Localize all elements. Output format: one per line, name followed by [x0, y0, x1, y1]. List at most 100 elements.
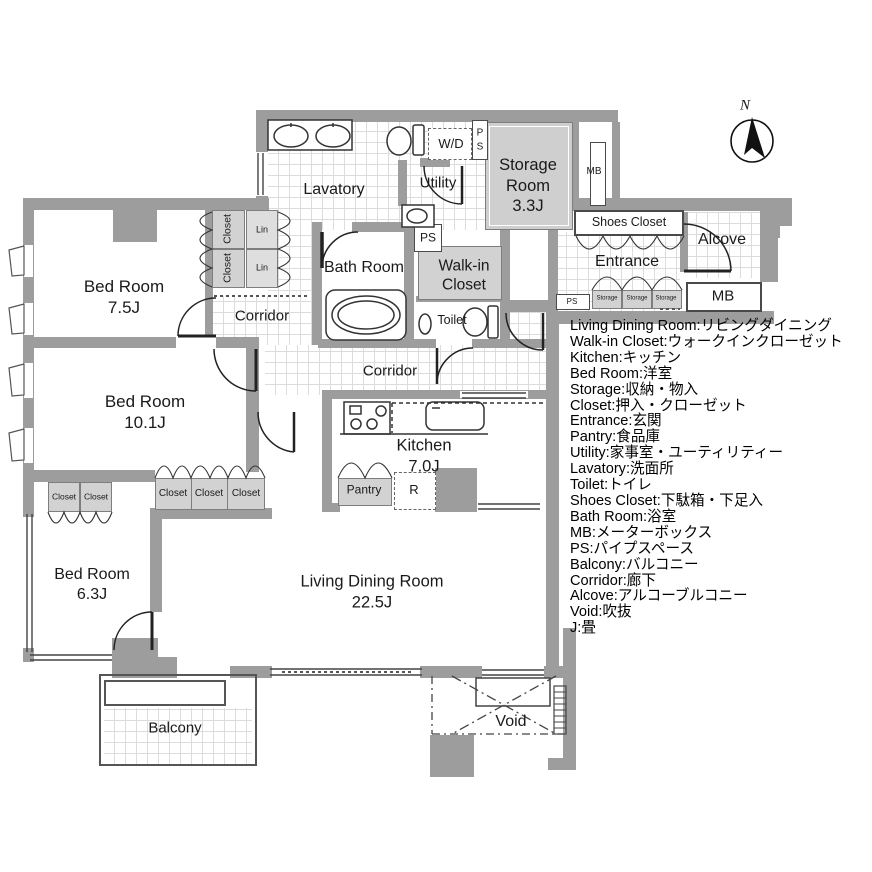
toilet-upper: [386, 124, 425, 156]
room-label-corridor-2: Corridor: [362, 362, 418, 380]
label-closet: Closet: [194, 487, 224, 499]
void-graphics: [431, 675, 567, 735]
wall: [500, 228, 510, 348]
legend-line: Kitchen:キッチン: [570, 349, 682, 366]
room-label-utility: Utility: [419, 174, 457, 192]
room-name: Kitchen: [396, 436, 452, 455]
room-label-wic: Walk-in Closet: [438, 257, 490, 294]
closet-cell: [212, 249, 245, 288]
closet-door-arcs: [47, 211, 685, 524]
wall: [404, 222, 414, 345]
wall: [155, 657, 177, 678]
room-label-storage-room: Storage Room 3.3J: [484, 155, 572, 217]
wall: [23, 198, 269, 210]
room-label-void: Void: [495, 713, 527, 730]
legend-line: Living Dining Room:リビングダイニング: [570, 318, 832, 334]
legend-line: Walk-in Closet:ウォークインクローゼット: [570, 333, 843, 350]
ps-box-bath: [414, 224, 442, 252]
wall: [322, 503, 340, 512]
wall: [612, 122, 620, 210]
room-name: Bed Room: [104, 391, 186, 411]
wall: [548, 311, 774, 324]
wall: [23, 505, 34, 517]
room-label-bedroom-75: Bed Room 7.5J: [84, 276, 164, 319]
label-storage-mini: Storage: [596, 295, 618, 302]
wall: [430, 735, 474, 777]
window-gap: [24, 363, 33, 398]
room-label-bedroom-63: Bed Room 6.3J: [54, 565, 130, 605]
washer-dryer-box: [428, 128, 472, 160]
room-name: Storage Room: [499, 156, 557, 195]
mb-box: [686, 282, 762, 312]
legend-line: Entrance:玄関: [570, 413, 662, 430]
balcony-outline: [99, 674, 257, 766]
room-label-corridor-1: Corridor: [234, 307, 290, 325]
balcony-planter: [104, 680, 226, 706]
floor-alcove: [686, 212, 760, 278]
label-mb-small: MB: [586, 165, 602, 177]
window-flaps: [8, 245, 25, 462]
label-closet: Closet: [221, 214, 234, 244]
room-size: 10.1J: [124, 413, 166, 432]
ps-box-lavatory: [472, 120, 488, 160]
wall: [500, 300, 550, 312]
refrigerator-box: [394, 472, 436, 510]
label-closet: Closet: [221, 253, 234, 283]
mb-strip: [590, 142, 606, 206]
room-label-bath: Bath Room: [323, 259, 405, 276]
wall: [33, 337, 176, 348]
wall: [435, 468, 477, 512]
floor-corridor-1: [213, 296, 318, 345]
wall: [256, 110, 618, 122]
closet-cell: [212, 210, 245, 249]
label-wd: W/D: [438, 135, 464, 151]
window-gap: [256, 152, 268, 196]
shoes-closet-box: [574, 210, 684, 236]
legend-line: Closet:押入・クローゼット: [570, 397, 747, 414]
fixtures: [267, 119, 544, 435]
legend-line: Balcony:バルコニー: [570, 556, 699, 573]
window-gap: [24, 428, 33, 463]
ps-box-entrance: [556, 294, 590, 310]
wall: [312, 222, 322, 345]
wall: [205, 210, 213, 337]
room-size: 22.5J: [351, 593, 393, 611]
label-storage-mini: Storage: [655, 295, 677, 302]
label-ps-small: PS: [566, 297, 578, 306]
wall: [23, 198, 34, 514]
wall: [573, 122, 579, 210]
kitchen-sink: [425, 401, 485, 431]
wall: [113, 210, 157, 242]
label-lin: Lin: [255, 262, 269, 273]
wall: [548, 210, 558, 314]
room-size: 7.5J: [107, 298, 141, 317]
wall: [544, 666, 568, 678]
walkin-closet-area: [418, 246, 502, 300]
floor-balcony: [104, 708, 252, 764]
wall: [216, 337, 257, 348]
stove: [343, 401, 391, 435]
legend-line: Shoes Closet:下駄箱・下足入: [570, 492, 764, 509]
room-name: Living Dining Room: [300, 572, 444, 591]
window-gap: [24, 245, 33, 277]
wall: [680, 212, 688, 272]
utility-sink: [401, 204, 435, 228]
legend-line: J:畳: [570, 620, 596, 637]
wall: [420, 158, 450, 167]
room-label-entrance: Entrance: [594, 253, 660, 270]
wall: [352, 222, 412, 232]
bathtub: [325, 289, 407, 341]
legend-line: Bath Room:浴室: [570, 508, 677, 525]
legend-line: MB:メーターボックス: [570, 524, 713, 541]
label-shoes-closet: Shoes Closet: [591, 215, 667, 230]
wall: [150, 508, 272, 519]
label-closet-small: Closet: [51, 491, 77, 502]
wall: [546, 311, 559, 676]
wall: [760, 236, 778, 282]
windows: [26, 153, 544, 676]
legend-line: Bed Room:洋室: [570, 365, 673, 382]
room-label-bedroom-101: Bed Room 10.1J: [105, 391, 185, 434]
label-refrigerator: R: [409, 481, 419, 497]
label-lin: Lin: [255, 224, 269, 235]
